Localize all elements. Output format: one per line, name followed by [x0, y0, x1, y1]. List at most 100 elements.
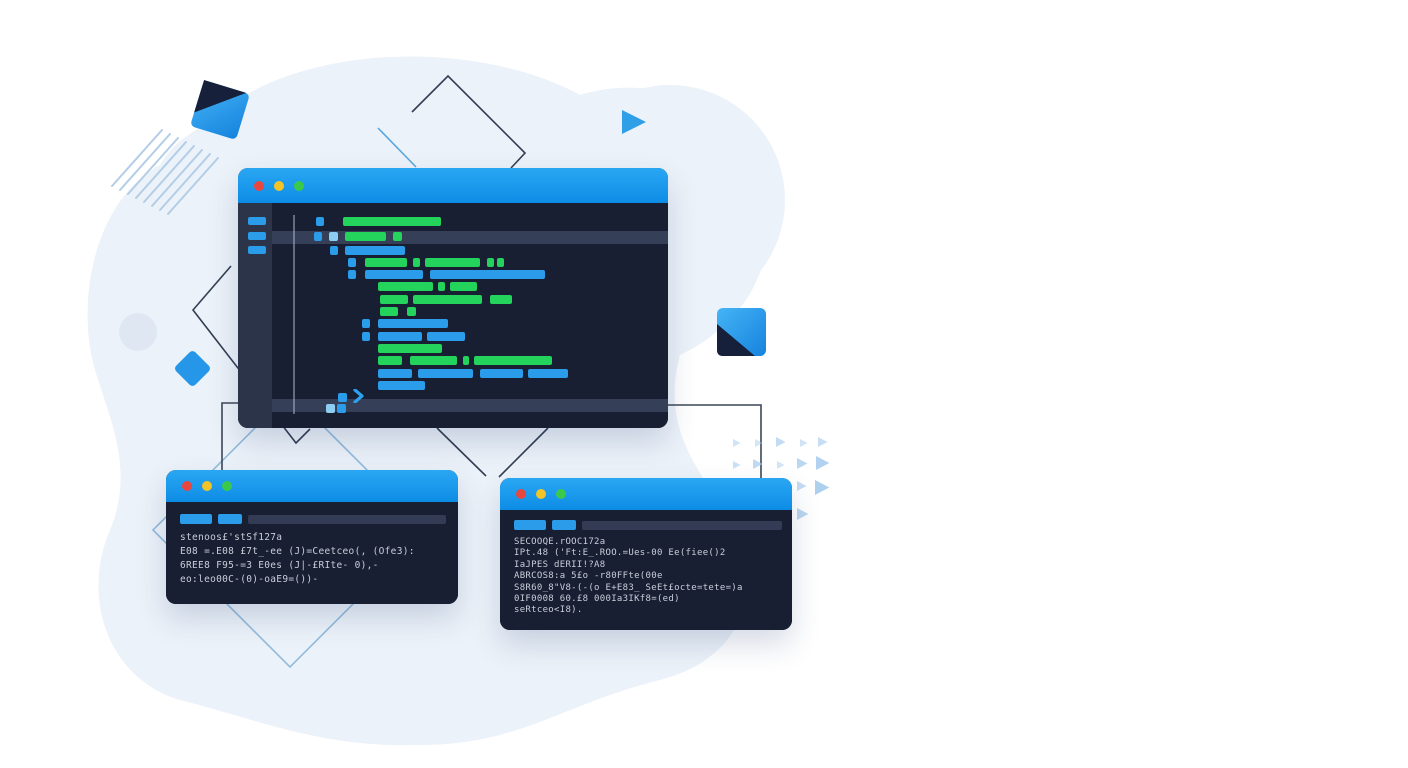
tab [514, 520, 546, 530]
gradient-square-topleft [191, 80, 249, 139]
tab-row [514, 520, 792, 530]
code-bar [497, 258, 504, 267]
code-bar [438, 282, 445, 291]
small-triangle-icon [800, 439, 808, 447]
terminal-line: 6REE8 F95-=3 E0es (J|-£RIte- 0),- [180, 560, 379, 571]
hatch-lines [111, 129, 219, 215]
code-bar [345, 232, 386, 241]
code-bar [378, 332, 422, 341]
code-bar [430, 270, 545, 279]
code-bar [338, 393, 347, 402]
code-bar [330, 246, 338, 255]
code-bar [410, 356, 457, 365]
code-bar [413, 295, 482, 304]
terminal-line: IaJPES dERII!?A8 [514, 559, 606, 570]
hatch-line [159, 153, 211, 211]
code-bar [345, 246, 405, 255]
close-button-icon [516, 489, 526, 499]
minimize-button-icon [274, 180, 284, 191]
blue-triangle-icon [622, 110, 646, 134]
small-triangle-icon [777, 461, 785, 469]
tab-bar [582, 520, 782, 530]
hatch-line [143, 145, 195, 203]
tab [180, 514, 212, 524]
small-triangle-icon [797, 458, 808, 469]
blue-diamond-icon [175, 351, 210, 386]
sidebar-bar [248, 232, 266, 240]
titlebar [166, 470, 458, 502]
mid-diamond-outline [436, 427, 549, 478]
terminal-line: IPt.48 ('Ft:E_.ROO.=Ues-00 Ee(fiee()2 [514, 548, 726, 559]
editor-sidebar [238, 203, 272, 428]
minimize-button-icon [202, 481, 212, 491]
code-bar [314, 232, 322, 241]
small-triangle-icon [815, 480, 830, 495]
terminal-window-left: stenoos£'stSf127a E08 =.E08 £7t_-ee (J)=… [166, 470, 458, 604]
prompt-chevron-icon [353, 389, 364, 403]
code-bar [407, 307, 416, 316]
code-bar [378, 344, 442, 353]
connector-right [668, 404, 762, 478]
code-bar [362, 332, 370, 341]
code-bar [316, 217, 324, 226]
small-triangle-icon [753, 459, 763, 469]
terminal-line: 0IF0008 60.£8 000Ia3IKf8=(ed) [514, 594, 680, 605]
small-triangle-icon [733, 461, 741, 469]
gradient-square-right [717, 308, 766, 356]
maximize-button-icon [556, 489, 566, 499]
terminal-line: E08 =.E08 £7t_-ee (J)=Ceetceo(, (Ofe3): [180, 546, 415, 557]
code-bar [378, 369, 412, 378]
small-triangle-icon [818, 437, 828, 447]
code-bar [490, 295, 512, 304]
hatch-line [119, 133, 171, 191]
code-bar [393, 232, 402, 241]
tab [552, 520, 576, 530]
gutter-line [293, 215, 295, 414]
code-bar [348, 258, 356, 267]
terminal-body: SECOOQE.rOOC172a IPt.48 ('Ft:E_.ROO.=Ues… [500, 510, 792, 630]
sidebar-bar [248, 217, 266, 225]
hatch-line [111, 129, 163, 187]
code-bar [487, 258, 494, 267]
highlight-row [272, 399, 668, 412]
code-bar [380, 307, 398, 316]
code-bar [528, 369, 568, 378]
code-bar [378, 381, 425, 390]
code-bar [418, 369, 473, 378]
code-bar [365, 270, 423, 279]
small-triangle-icon [797, 481, 807, 491]
hatch-line [151, 149, 203, 207]
code-area [238, 203, 668, 428]
terminal-line: SECOOQE.rOOC172a [514, 537, 606, 547]
code-bar [380, 295, 408, 304]
code-bar [348, 270, 356, 279]
terminal-line: seRtceo<I8). [514, 605, 583, 616]
hatch-line [127, 137, 179, 195]
terminal-line: ABRCOS8:a 5£o -r80FFte(00e [514, 571, 663, 582]
small-triangle-icon [776, 437, 786, 447]
code-editor-window [238, 168, 668, 428]
small-triangle-icon [755, 439, 763, 447]
close-button-icon [182, 481, 192, 491]
maximize-button-icon [294, 180, 304, 191]
small-triangle-icon [797, 508, 809, 520]
connector-left [221, 402, 238, 470]
terminal-line: stenoos£'stSf127a [180, 532, 283, 543]
code-bar [378, 282, 433, 291]
top-diamond-outline [411, 74, 527, 169]
terminal-line: eo:leo00C-(0)-oaE9=())- [180, 574, 319, 585]
code-bar [450, 282, 477, 291]
maximize-button-icon [222, 481, 232, 491]
minimize-button-icon [536, 489, 546, 499]
code-bar [337, 404, 346, 413]
code-bar [427, 332, 465, 341]
blue-edge-segment [377, 127, 417, 168]
close-button-icon [254, 180, 264, 191]
terminal-window-right: SECOOQE.rOOC172a IPt.48 ('Ft:E_.ROO.=Ues… [500, 478, 792, 630]
code-bar [326, 404, 335, 413]
editor-body [238, 203, 668, 428]
tab-bar [248, 514, 446, 524]
tab-row [180, 514, 458, 524]
code-bar [474, 356, 552, 365]
code-bar [329, 232, 338, 241]
